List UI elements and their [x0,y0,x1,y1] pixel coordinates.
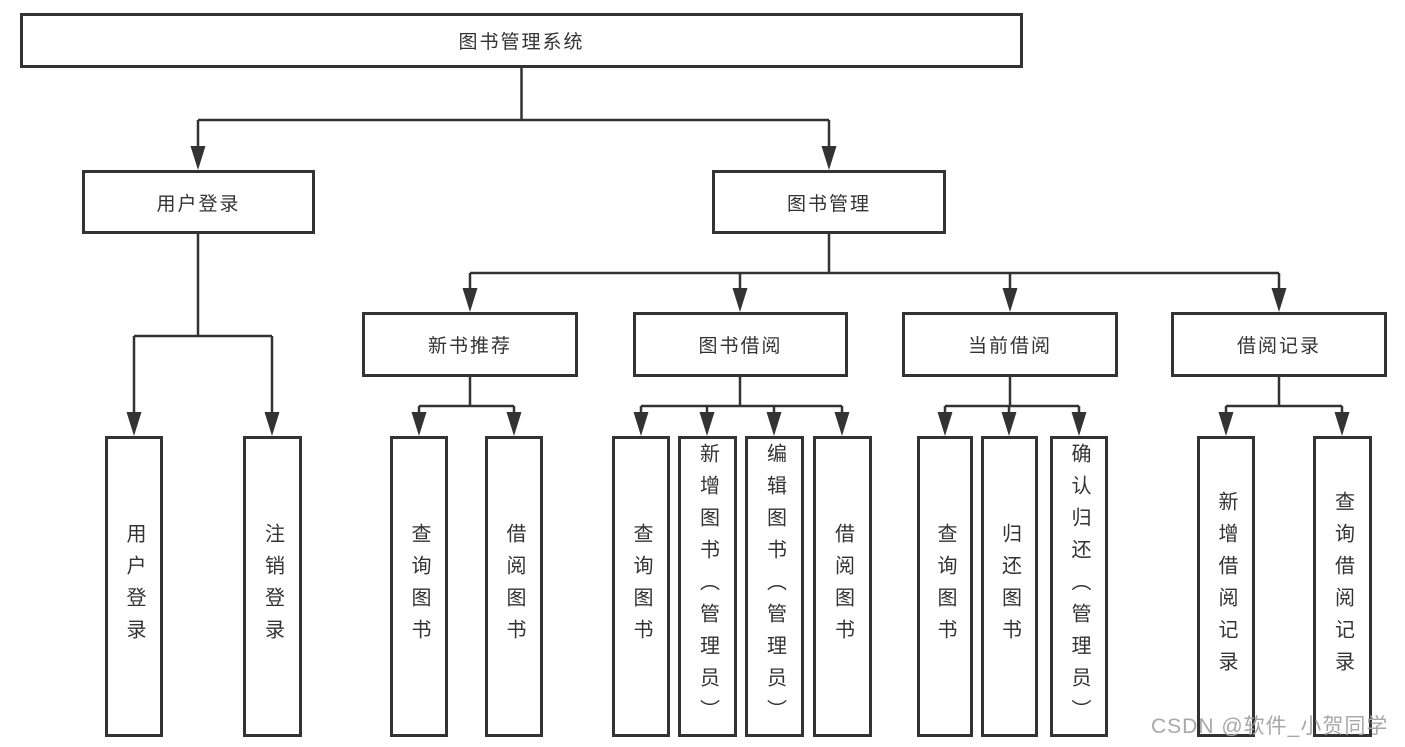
node-label: 查询图书 [408,522,430,651]
node-label: 用户登录 [156,193,241,215]
leaf-bb-query-books: 查询图书 [612,436,670,737]
leaf-cb-confirm-return-admin: 确认归还（管理员） [1050,436,1108,737]
leaf-cb-query-books: 查询图书 [917,436,973,737]
leaf-bb-edit-books-admin: 编辑图书（管理员） [745,436,804,737]
leaf-nbr-borrow-books: 借阅图书 [485,436,543,737]
node-label: 确认归还（管理员） [1068,442,1090,731]
edges-user-login [126,234,280,436]
edges-root [190,68,837,170]
node-label: 归还图书 [998,522,1021,651]
leaf-br-add-record: 新增借阅记录 [1197,436,1255,737]
node-label: 图书借阅 [698,336,783,357]
node-label: 新书推荐 [427,336,512,357]
csdn-watermark: CSDN @软件_小贺同学 [1151,715,1389,738]
edges-current-borrowing [937,377,1087,436]
leaf-bb-add-books-admin: 新增图书（管理员） [678,436,737,737]
node-current-borrowing: 当前借阅 [902,312,1118,377]
node-new-book-recommend: 新书推荐 [362,312,578,377]
leaf-bb-borrow-books: 借阅图书 [813,436,872,737]
edges-book-borrowing [633,377,850,436]
leaf-user-login: 用户登录 [105,436,163,737]
node-label: 用户登录 [123,522,145,651]
node-label: 借阅记录 [1236,336,1321,357]
node-book-management: 图书管理 [712,170,946,234]
leaf-nbr-query-books: 查询图书 [390,436,448,737]
node-label: 新增图书（管理员） [696,442,719,731]
node-label: 当前借阅 [967,336,1052,357]
node-label: 借阅图书 [831,522,854,651]
edges-new-book-recommend [411,377,522,436]
edges-borrowing-records [1218,377,1350,436]
node-label: 查询图书 [934,522,956,651]
node-label: 新增借阅记录 [1215,490,1237,683]
node-root: 图书管理系统 [20,13,1023,68]
edges-book-management [462,234,1287,312]
node-label: 图书管理系统 [458,32,585,53]
leaf-br-query-record: 查询借阅记录 [1313,436,1372,737]
node-label: 借阅图书 [503,522,525,651]
node-label: 注销登录 [261,522,284,651]
leaf-logout-login: 注销登录 [243,436,302,737]
leaf-cb-return-books: 归还图书 [981,436,1038,737]
node-label: 查询借阅记录 [1331,490,1354,683]
node-label: 查询图书 [630,522,652,651]
node-label: 图书管理 [786,193,871,215]
node-user-login: 用户登录 [82,170,315,234]
node-book-borrowing: 图书借阅 [633,312,848,377]
node-borrowing-records: 借阅记录 [1171,312,1387,377]
node-label: 编辑图书（管理员） [763,442,786,731]
